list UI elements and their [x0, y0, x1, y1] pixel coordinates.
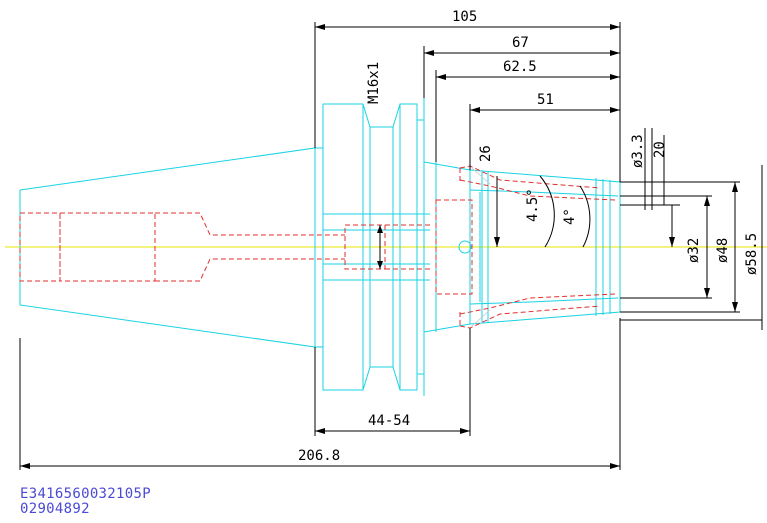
hidden-lines: [19, 165, 616, 329]
dim-angle-4-5: 4.5°: [525, 188, 541, 222]
dimension-lines: [19, 22, 763, 470]
dim-dia-48: ø48: [715, 238, 731, 263]
dim-d3-3: ø3.3: [630, 134, 646, 168]
dim-62-5: 62.5: [503, 59, 537, 75]
dim-51: 51: [537, 92, 554, 108]
dim-67: 67: [512, 35, 529, 51]
dim-44-54: 44-54: [368, 413, 410, 429]
dim-dia-58-5: ø58.5: [744, 233, 760, 275]
dim-105: 105: [452, 9, 477, 25]
dim-206-8: 206.8: [298, 448, 340, 464]
section-hatch: [471, 167, 491, 327]
dim-20: 20: [652, 141, 668, 158]
arrowheads: [20, 24, 738, 469]
dim-thread-m16x1: M16x1: [366, 62, 382, 104]
drawing-number: 02904892: [20, 501, 90, 517]
dim-dia-32: ø32: [686, 238, 702, 263]
part-number: E3416560032105P: [20, 486, 151, 502]
tool-holder-outline: [19, 98, 621, 396]
dim-26: 26: [478, 145, 494, 162]
dim-angle-4: 4°: [562, 208, 578, 225]
